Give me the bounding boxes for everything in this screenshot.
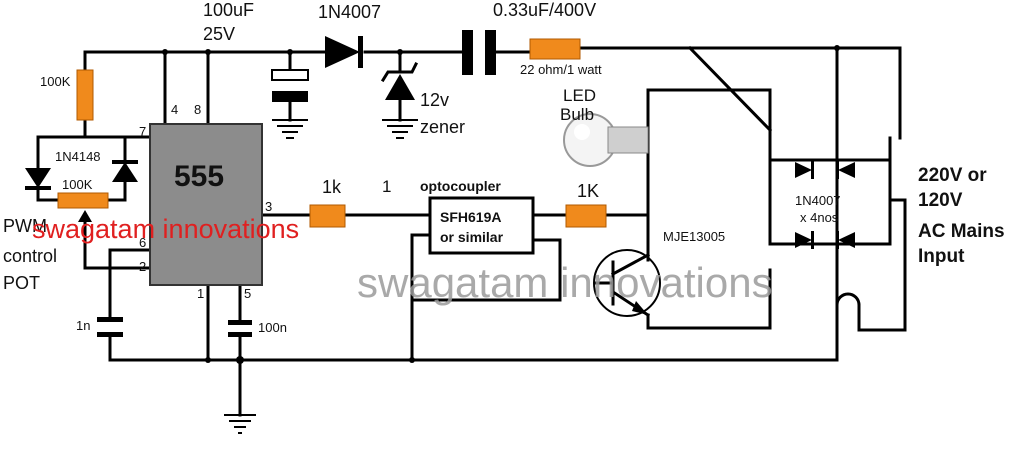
led-bulb — [563, 113, 649, 167]
ic-pin-3: 3 — [265, 199, 272, 214]
junction-dots — [162, 45, 840, 364]
ic-pin-8: 8 — [194, 102, 201, 117]
resistor-1k-left — [309, 204, 346, 228]
res-1k-right-label: 1K — [577, 181, 599, 201]
pwm-pot — [57, 192, 109, 222]
watermark-red: swagatam innovations — [32, 214, 299, 244]
diodes-1n4148 — [25, 160, 138, 190]
opto-part-1: SFH619A — [440, 209, 501, 225]
cap-100n-label: 100n — [258, 320, 287, 335]
capacitor-1n — [97, 317, 123, 337]
led-label-1: LED — [563, 86, 596, 105]
resistor-100k — [76, 69, 94, 121]
capacitor-033uf — [462, 30, 496, 75]
mains-label-1: 220V or — [918, 165, 987, 186]
capacitor-100n — [228, 320, 252, 337]
ic-pin-6: 6 — [139, 235, 146, 250]
led-label-2: Bulb — [560, 105, 594, 124]
watermark-gray: swagatam innovations — [357, 259, 773, 306]
ic-555 — [149, 123, 263, 286]
diode-1n4148-label: 1N4148 — [55, 149, 101, 164]
pwm-label-3: POT — [3, 273, 40, 293]
mains-label-3: AC Mains — [918, 221, 1005, 242]
transistor-label: MJE13005 — [663, 229, 725, 244]
mains-label-2: 120V — [918, 190, 963, 211]
res-1k-left-label: 1k — [322, 177, 342, 197]
resistor-1k-right — [565, 204, 607, 228]
zener-label: zener — [420, 117, 465, 137]
bridge-rectifier — [795, 161, 855, 249]
cap-1n-label: 1n — [76, 318, 90, 333]
cap-series-label: 0.33uF/400V — [493, 0, 596, 20]
diode-1n4007 — [325, 36, 363, 68]
diode-top-label: 1N4007 — [318, 2, 381, 22]
pwm-label-2: control — [3, 246, 57, 266]
opto-part-2: or similar — [440, 229, 504, 245]
ic-pin-2: 2 — [139, 259, 146, 274]
ic-pin-1: 1 — [197, 286, 204, 301]
ground-symbol — [224, 414, 256, 434]
res-22ohm-label: 22 ohm/1 watt — [520, 62, 602, 77]
zener-voltage: 12v — [420, 90, 449, 110]
pwm-label-1: PWM — [3, 216, 47, 236]
bridge-label-1: 1N4007 — [795, 193, 841, 208]
opto-pin-label: 1 — [382, 177, 391, 196]
bridge-label-2: x 4nos — [800, 210, 839, 225]
opto-label: optocoupler — [420, 178, 501, 194]
transistor-mje13005 — [593, 249, 661, 330]
resistor-22ohm — [529, 38, 581, 60]
capacitor-100uf — [271, 50, 309, 139]
ic-555-label: 555 — [174, 160, 224, 193]
ic-pin-5: 5 — [244, 286, 251, 301]
ic-pin-7: 7 — [139, 124, 146, 139]
res-100k-label: 100K — [40, 74, 71, 89]
cap-100uf-voltage: 25V — [203, 24, 235, 44]
ic-pin-4: 4 — [171, 102, 178, 117]
pot-label: 100K — [62, 177, 93, 192]
zener-diode — [380, 50, 419, 139]
optocoupler — [428, 196, 535, 255]
cap-100uf-value: 100uF — [203, 0, 254, 20]
mains-label-4: Input — [918, 246, 965, 267]
